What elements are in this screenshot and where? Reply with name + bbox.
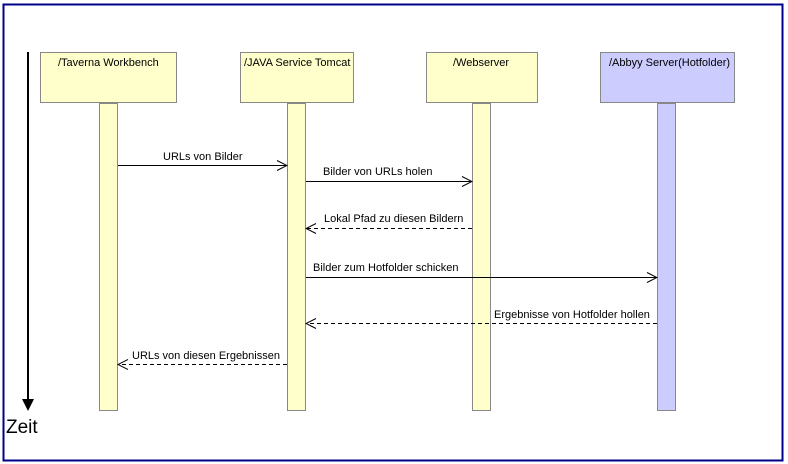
time-axis-arrowhead [22, 399, 34, 411]
time-axis-label: Zeit [6, 417, 38, 438]
message-1: URLs von Bilder [118, 151, 287, 166]
diagram-frame [2, 3, 784, 462]
participant-head-abbyy [600, 52, 735, 103]
participant-taverna: /Taverna Workbench [40, 52, 177, 103]
message-3: Lokal Pfad zu diesen Bildern [306, 213, 472, 229]
lifelines [99, 103, 676, 411]
message-label-1: URLs von Bilder [163, 151, 243, 163]
participant-webserver: /Webserver [426, 52, 538, 103]
message-label-4: Bilder zum Hotfolder schicken [313, 262, 459, 274]
lifeline-taverna [99, 103, 118, 411]
message-6: URLs von diesen Ergebnissen [118, 350, 287, 365]
participant-label-tomcat: /JAVA Service Tomcat [244, 57, 350, 69]
message-label-2: Bilder von URLs holen [323, 166, 432, 178]
participant-abbyy: /Abbyy Server(Hotfolder) [600, 52, 735, 103]
participant-tomcat: /JAVA Service Tomcat [240, 52, 354, 103]
participant-head-webserver [426, 52, 538, 103]
participant-head-taverna [40, 52, 177, 103]
lifeline-webserver [472, 103, 491, 411]
lifeline-tomcat [287, 103, 306, 411]
participant-label-taverna: /Taverna Workbench [58, 57, 159, 69]
participant-label-webserver: /Webserver [453, 57, 509, 69]
participant-head-tomcat [240, 52, 354, 103]
message-label-6: URLs von diesen Ergebnissen [132, 350, 280, 362]
message-5: Ergebnisse von Hotfolder hollen [306, 309, 657, 324]
message-label-5: Ergebnisse von Hotfolder hollen [494, 309, 650, 321]
message-2: Bilder von URLs holen [306, 166, 472, 182]
message-label-3: Lokal Pfad zu diesen Bildern [324, 213, 463, 225]
message-4: Bilder zum Hotfolder schicken [306, 262, 657, 278]
lifeline-abbyy [657, 103, 676, 411]
participant-label-abbyy: /Abbyy Server(Hotfolder) [609, 57, 730, 69]
